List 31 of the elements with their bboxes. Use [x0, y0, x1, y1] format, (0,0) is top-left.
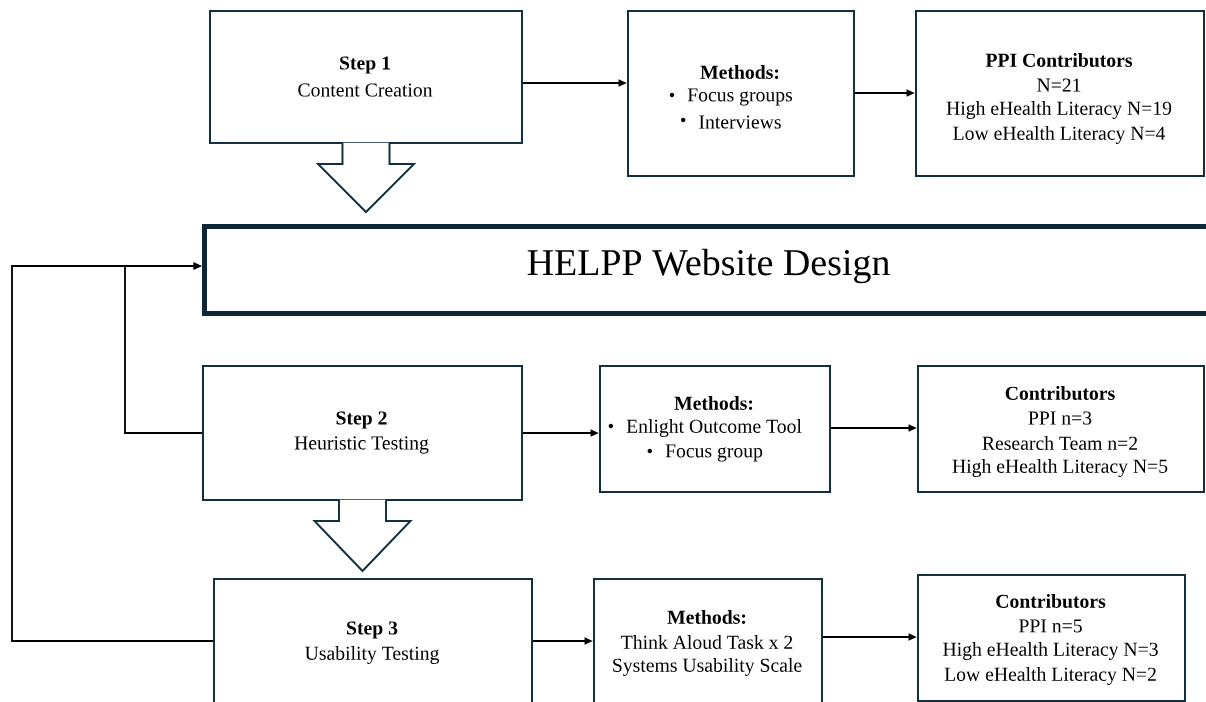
box-heading: Step 3 [347, 621, 398, 639]
box-text: High eHealth Literacy N=3 [943, 642, 1158, 660]
box-text: High eHealth Literacy N=5 [952, 459, 1168, 477]
box-text: N=21 [1037, 78, 1081, 92]
box-text: High eHealth Literacy N=19 [946, 101, 1172, 119]
box-text: Research Team n=2 [982, 436, 1137, 450]
box-text: PPI n=5 [1019, 619, 1082, 633]
box-text: Think Aloud Task x 2 [621, 635, 793, 649]
box-text: PPI n=3 [1028, 411, 1092, 425]
list-item: Interviews [699, 115, 781, 129]
connector-arrow [11, 262, 214, 642]
box-text: Content Creation [298, 83, 433, 97]
box-text: Heuristic Testing [294, 436, 429, 454]
block-arrow [315, 141, 417, 214]
box-heading: Step 1 [340, 56, 390, 74]
box-text: Low eHealth Literacy N=4 [953, 126, 1166, 144]
list-item: Focus group [665, 444, 763, 462]
box-text: Systems Usability Scale [613, 658, 802, 676]
box-heading: Methods: [674, 396, 753, 410]
block-arrow [312, 498, 413, 573]
banner-title: HELPP Website Design [527, 248, 890, 284]
box-heading: PPI Contributors [985, 53, 1133, 67]
box-heading: Contributors [996, 594, 1106, 608]
list-item: Focus groups [687, 88, 793, 106]
box-heading: Methods: [667, 610, 746, 624]
box-heading: Contributors [1005, 386, 1115, 400]
list-item: Enlight Outcome Tool [626, 419, 802, 437]
box-text: Usability Testing [305, 646, 440, 664]
box-text: Low eHealth Literacy N=2 [944, 667, 1156, 685]
box-heading: Methods: [700, 65, 779, 79]
box-heading: Step 2 [336, 411, 387, 429]
